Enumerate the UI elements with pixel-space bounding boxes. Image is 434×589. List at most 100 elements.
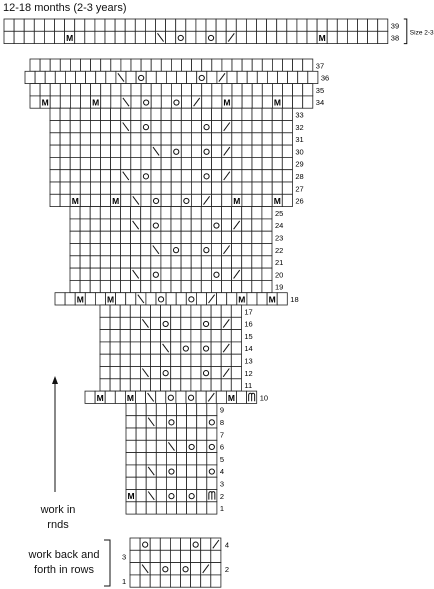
chart-cell [140,279,152,294]
yarn-over-symbol [173,99,180,106]
chart-cell [271,132,283,146]
chart-cell [129,549,141,563]
chart-cell [160,193,172,208]
yarn-over-symbol [173,148,180,155]
chart-cell [190,562,202,576]
chart-cell [59,83,71,97]
chart-cell [206,476,218,490]
yarn-over-symbol [203,148,210,155]
chart-cell [109,316,121,330]
chart-cell [180,120,192,134]
chart-cell [160,120,172,134]
chart-cell [200,279,212,294]
chart-cell [135,427,147,441]
chart-cell [235,30,247,44]
chart-cell [119,341,131,355]
chart-cell [120,206,132,220]
chart-cell [150,267,162,281]
chart-cell [144,30,156,44]
chart-cell [180,366,192,380]
chart-cell [200,304,212,318]
make-one-symbol: M [269,294,276,304]
chart-cell [190,218,202,232]
chart-cell [44,18,55,32]
chart-cell [140,193,152,208]
chart-cell [150,378,162,392]
chart-cell [100,107,112,121]
chart-cell [196,70,208,85]
chart-cell [241,218,253,232]
chart-cell [90,132,101,146]
chart-cell [200,549,212,563]
chart-cell [125,70,137,85]
chart-cell [210,316,222,330]
chart-cell [261,107,273,121]
yarn-over-symbol [162,320,169,328]
chart-cell [165,30,177,44]
ssk-symbol [117,73,125,82]
yarn-over-symbol [152,271,159,278]
chart-cell [150,58,162,72]
chart-cell [90,181,101,195]
chart-row-9 [125,402,218,417]
chart-cell [59,107,71,121]
chart-row-27 [49,181,293,195]
chart-cell [186,415,198,429]
chart-cell [210,206,222,220]
chart-cell [94,18,106,32]
chart-cell [176,427,188,441]
chart-cell [176,415,188,429]
chart-cell [140,267,152,281]
chart-cell [39,83,51,97]
chart-cell [261,243,273,257]
chart-cell [69,230,81,244]
chart-cell [230,304,242,318]
yarn-over-symbol [208,419,215,426]
chart-row-1 [125,501,218,515]
chart-cell [59,181,71,195]
chart-cell [180,562,192,576]
chart-cell [200,267,212,281]
chart-cell [226,70,238,85]
chart-cell [190,304,202,318]
chart-row-22 [69,243,273,257]
chart-cell [276,292,288,306]
ssk-symbol [152,146,160,156]
chart-cell [165,18,177,32]
chart-cell [230,378,242,392]
chart-cell [251,58,263,72]
chart-cell [165,415,177,429]
chart-row-24 [69,218,273,232]
chart-cell [124,30,136,44]
chart-cell [221,255,233,269]
chart-cell [49,120,61,134]
chart-cell [292,83,304,97]
chart-cell [79,267,91,281]
chart-cell [79,107,91,121]
chart-cell [200,537,212,551]
chart-cell [180,193,192,208]
chart-cell [210,549,222,563]
make-one-symbol: M [97,393,104,403]
chart-cell [165,501,177,515]
chart-row-31 [49,132,293,146]
chart-cell [251,218,263,232]
chart-cell [150,279,162,294]
chart-cell [316,18,328,32]
chart-cell [139,353,151,367]
chart-cell [180,353,192,367]
chart-cell [221,107,233,121]
chart-cell [220,353,232,367]
chart-cell [200,206,212,220]
chart-cell [271,144,283,158]
row-number-26: 26 [295,197,303,206]
chart-cell [195,292,207,306]
chart-cell [119,329,131,343]
chart-cell [170,353,182,367]
chart-cell [241,132,253,146]
chart-cell [140,218,152,232]
chart-cell [231,58,243,72]
chart-cell [109,304,121,318]
chart-cell [160,132,172,146]
chart-cell [99,341,111,355]
